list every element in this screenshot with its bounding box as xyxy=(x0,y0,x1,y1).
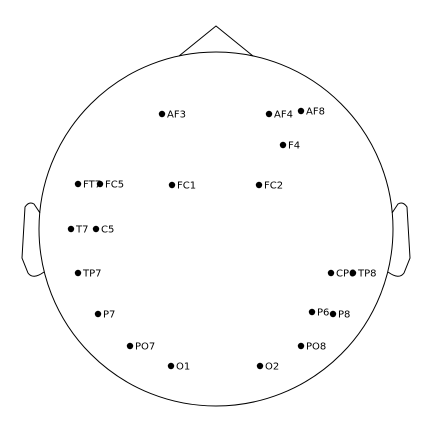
head-outline xyxy=(21,25,411,407)
sensor-p8: P8 xyxy=(329,310,350,321)
sensor-label-p8: P8 xyxy=(338,310,350,321)
sensor-marker-fc5 xyxy=(96,180,104,188)
sensor-marker-o1 xyxy=(167,362,175,370)
sensor-label-o1: O1 xyxy=(176,362,190,373)
sensor-af4: AF4 xyxy=(265,110,293,121)
sensor-label-ft7: FT7 xyxy=(83,180,101,191)
sensor-label-cp6: CP6 xyxy=(336,269,355,280)
sensor-marker-tp7 xyxy=(74,269,82,277)
sensor-label-p6: P6 xyxy=(317,308,329,319)
sensor-marker-fc1 xyxy=(168,181,176,189)
sensor-fc2: FC2 xyxy=(255,181,283,192)
sensor-label-af4: AF4 xyxy=(274,110,293,121)
sensor-p6: P6 xyxy=(308,308,329,319)
sensor-label-fc2: FC2 xyxy=(264,181,283,192)
sensor-marker-t7 xyxy=(67,225,75,233)
sensor-t7: T7 xyxy=(67,225,88,236)
left-ear-outline xyxy=(21,202,45,277)
sensor-marker-p8 xyxy=(329,310,337,318)
sensor-label-po8: PO8 xyxy=(306,342,326,353)
sensor-marker-af8 xyxy=(297,107,305,115)
sensor-po8: PO8 xyxy=(297,342,326,353)
sensor-label-fc1: FC1 xyxy=(177,181,196,192)
sensor-po7: PO7 xyxy=(126,342,155,353)
sensor-marker-cp6 xyxy=(327,269,335,277)
sensor-c5: C5 xyxy=(92,225,114,236)
sensor-marker-ft7 xyxy=(74,180,82,188)
sensor-label-o2: O2 xyxy=(265,362,279,373)
sensor-marker-f4 xyxy=(279,141,287,149)
sensor-fc5: FC5 xyxy=(96,180,124,191)
sensor-marker-p7 xyxy=(94,310,102,318)
sensor-fc1: FC1 xyxy=(168,181,196,192)
right-ear-outline xyxy=(387,202,411,277)
sensor-label-af3: AF3 xyxy=(167,110,186,121)
sensor-label-f4: F4 xyxy=(288,141,300,152)
sensor-label-p7: P7 xyxy=(103,310,115,321)
sensor-tp8: TP8 xyxy=(349,269,377,280)
sensor-o2: O2 xyxy=(256,362,279,373)
sensor-marker-c5 xyxy=(92,225,100,233)
nose-outline xyxy=(178,25,254,57)
sensor-label-tp7: TP7 xyxy=(82,269,102,280)
sensor-marker-po7 xyxy=(126,342,134,350)
sensor-o1: O1 xyxy=(167,362,190,373)
sensor-marker-af4 xyxy=(265,110,273,118)
sensor-marker-po8 xyxy=(297,342,305,350)
sensor-marker-p6 xyxy=(308,308,316,316)
sensor-marker-af3 xyxy=(158,110,166,118)
sensor-marker-o2 xyxy=(256,362,264,370)
sensor-ft7: FT7 xyxy=(74,180,101,191)
sensor-label-c5: C5 xyxy=(101,225,114,236)
head-circle xyxy=(38,51,394,407)
sensor-label-tp8: TP8 xyxy=(357,269,377,280)
sensor-marker-tp8 xyxy=(349,269,357,277)
sensor-af3: AF3 xyxy=(158,110,186,121)
sensor-marker-fc2 xyxy=(255,181,263,189)
sensor-p7: P7 xyxy=(94,310,115,321)
sensor-label-po7: PO7 xyxy=(135,342,155,353)
sensor-label-t7: T7 xyxy=(75,225,88,236)
sensor-af8: AF8 xyxy=(297,107,325,118)
sensor-f4: F4 xyxy=(279,141,300,152)
sensor-tp7: TP7 xyxy=(74,269,102,280)
sensor-cp6: CP6 xyxy=(327,269,355,280)
sensor-label-fc5: FC5 xyxy=(105,180,124,191)
sensor-label-af8: AF8 xyxy=(306,107,325,118)
